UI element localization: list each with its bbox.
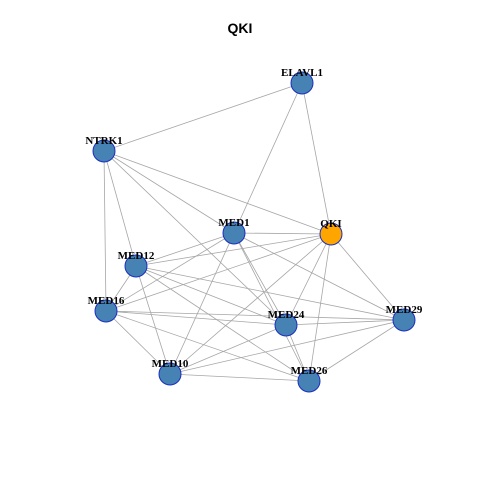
edge-med16-med10 xyxy=(105,310,171,375)
edge-med16-med29 xyxy=(105,310,405,321)
edge-med12-med26 xyxy=(135,265,310,382)
node-circle-med16 xyxy=(94,299,118,323)
node-ntrk1: NTRK1 xyxy=(85,135,123,163)
node-circle-med26 xyxy=(297,369,321,393)
node-label-med24: MED24 xyxy=(268,309,305,321)
node-circle-med29 xyxy=(392,308,416,332)
edge-med29-med10 xyxy=(169,319,405,375)
node-med12: MED12 xyxy=(118,250,155,278)
edge-ntrk1-med24 xyxy=(103,150,287,326)
edge-med10-med26 xyxy=(169,373,310,382)
edge-elavl1-med1 xyxy=(233,82,303,234)
node-med29: MED29 xyxy=(386,304,423,332)
edge-ntrk1-qki xyxy=(103,150,332,235)
edge-qki-med29 xyxy=(330,233,405,321)
edge-med12-med10 xyxy=(135,265,171,375)
edge-med16-med26 xyxy=(105,310,310,382)
edge-qki-med16 xyxy=(105,233,332,312)
edge-med24-med29 xyxy=(285,319,405,326)
edge-med12-med29 xyxy=(135,265,405,321)
node-circle-med24 xyxy=(274,313,298,337)
node-circle-med12 xyxy=(124,254,148,278)
edge-med1-med16 xyxy=(105,232,235,312)
edge-elavl1-qki xyxy=(301,82,332,235)
edge-qki-med24 xyxy=(285,233,332,326)
edge-qki-med26 xyxy=(308,233,332,382)
edge-qki-med12 xyxy=(135,233,332,267)
node-circle-ntrk1 xyxy=(92,139,116,163)
node-med26: MED26 xyxy=(291,365,328,393)
node-med16: MED16 xyxy=(88,295,125,323)
edge-ntrk1-med16 xyxy=(103,150,107,312)
node-label-qki: QKI xyxy=(320,218,341,230)
node-label-med16: MED16 xyxy=(88,295,125,307)
edge-med1-med12 xyxy=(135,232,235,267)
edge-med29-med26 xyxy=(308,319,405,382)
edge-med24-med10 xyxy=(169,324,287,375)
edge-layer xyxy=(103,82,405,382)
node-label-ntrk1: NTRK1 xyxy=(85,135,122,147)
node-med24: MED24 xyxy=(268,309,305,337)
edge-qki-med10 xyxy=(169,233,332,375)
graph-title: QKI xyxy=(227,20,253,36)
node-label-med12: MED12 xyxy=(118,250,155,262)
node-label-med26: MED26 xyxy=(291,365,328,377)
edge-ntrk1-med12 xyxy=(103,150,137,267)
edge-ntrk1-med1 xyxy=(103,150,235,234)
edge-med12-med24 xyxy=(135,265,287,326)
edge-med1-med10 xyxy=(169,232,235,375)
node-circle-elavl1 xyxy=(290,71,314,95)
node-qki: QKI xyxy=(319,218,343,246)
edge-med1-qki xyxy=(233,232,332,235)
edge-elavl1-ntrk1 xyxy=(103,82,303,152)
node-label-elavl1: ELAVL1 xyxy=(281,67,323,79)
node-med10: MED10 xyxy=(152,358,189,386)
node-label-med29: MED29 xyxy=(386,304,423,316)
node-elavl1: ELAVL1 xyxy=(281,67,323,95)
node-label-med10: MED10 xyxy=(152,358,189,370)
edge-med1-med26 xyxy=(233,232,310,382)
node-label-med1: MED1 xyxy=(218,217,249,229)
edge-med1-med29 xyxy=(233,232,405,321)
node-circle-med10 xyxy=(158,362,182,386)
node-circle-med1 xyxy=(222,221,246,245)
edge-med16-med24 xyxy=(105,310,287,326)
node-med1: MED1 xyxy=(218,217,250,245)
node-circle-qki xyxy=(319,222,343,246)
